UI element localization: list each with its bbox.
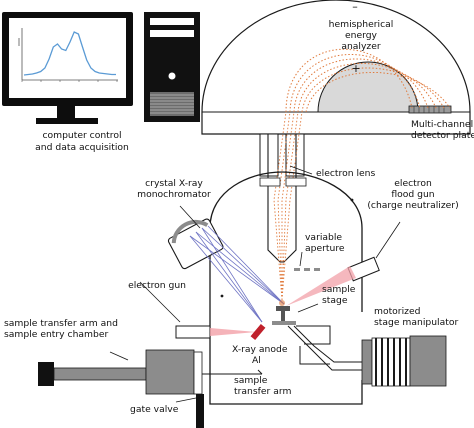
flood-gun-label-line1: electron — [394, 178, 432, 189]
analyzer-label-line3: analyzer — [341, 41, 381, 52]
stage-label-line2: stage — [322, 295, 348, 306]
gate-valve-label: gate valve — [130, 404, 179, 415]
lens-label: electron lens — [316, 168, 375, 179]
monitor-spectrum-plot — [18, 28, 118, 82]
monochromator-label-line2: monochromator — [137, 189, 211, 200]
transfer-arm-label-line2: transfer arm — [234, 386, 291, 397]
xray-beam-paths — [189, 225, 285, 323]
manipulator-label-line2: stage manipulator — [374, 317, 458, 328]
stage-linkage — [287, 325, 372, 371]
monochromator-leader-line — [179, 205, 201, 229]
flood-gun-label-line2: flood gun — [391, 189, 434, 200]
power-button-icon — [168, 72, 176, 80]
variable-aperture — [294, 268, 320, 271]
electron-gun-beam — [210, 328, 256, 336]
analyzer-label-line2: energy — [345, 30, 378, 41]
electron-gun-leader-line — [139, 281, 181, 323]
anode-label-line2: Al — [252, 355, 261, 366]
sample-stage — [272, 300, 296, 325]
computer-monitor — [2, 12, 133, 124]
crystal-xray-monochromator — [167, 218, 285, 323]
transfer-label-line1: sample transfer arm and — [4, 318, 118, 329]
analyzer-electron-trajectories — [285, 48, 451, 113]
tower-vent — [150, 92, 194, 116]
pc-tower — [144, 12, 200, 122]
aperture-label-line2: aperture — [305, 243, 345, 254]
manipulator-label-line1: motorized — [374, 306, 420, 317]
aperture-label-line1: variable — [305, 232, 342, 243]
spectrum-series-line — [23, 31, 116, 76]
gate-valve — [196, 394, 204, 428]
inner-hemisphere — [317, 61, 419, 113]
transfer-leader-line — [109, 351, 129, 361]
stage-leader-line — [297, 303, 319, 313]
motorized-stage-manipulator — [361, 335, 447, 387]
sample-entry-chamber — [145, 349, 195, 395]
computer-label-line1: computer control — [42, 130, 121, 141]
sample-transfer-arm — [38, 349, 263, 395]
monochromator-label-line1: crystal X-ray — [145, 178, 203, 189]
anode-label-line1: X-ray anode — [232, 344, 288, 355]
detector-label-line1: Multi-channel — [411, 119, 473, 130]
main-vacuum-chamber — [209, 171, 363, 405]
transfer-arm-label-line1: sample — [234, 375, 268, 386]
flood-gun-label-line3: (charge neutralizer) — [367, 200, 458, 211]
detector-label-line2: detector plate — [411, 130, 474, 141]
stage-label-line1: sample — [322, 284, 356, 295]
transfer-label-line2: sample entry chamber — [4, 329, 108, 340]
flood-gun-beam — [286, 266, 356, 306]
analyzer-plus-sign: + — [351, 62, 360, 75]
xray-anode — [250, 323, 266, 341]
gate-valve-leader-line — [175, 397, 197, 403]
computer-label-line2: and data acquisition — [35, 142, 129, 153]
electron-lens-column — [259, 111, 305, 301]
hemispherical-analyzer — [201, 0, 471, 135]
electron-gun-label: electron gun — [128, 280, 186, 291]
multi-channel-detector-plate — [408, 105, 452, 114]
electron-gun — [175, 325, 256, 339]
lens-leader-line — [289, 165, 313, 175]
electron-flood-gun — [286, 256, 380, 306]
flood-gun-leader-line — [375, 221, 401, 259]
aperture-leader-line — [299, 251, 303, 267]
analyzer-minus-sign: – — [352, 0, 358, 13]
analyzer-label-line1: hemispherical — [329, 19, 394, 30]
